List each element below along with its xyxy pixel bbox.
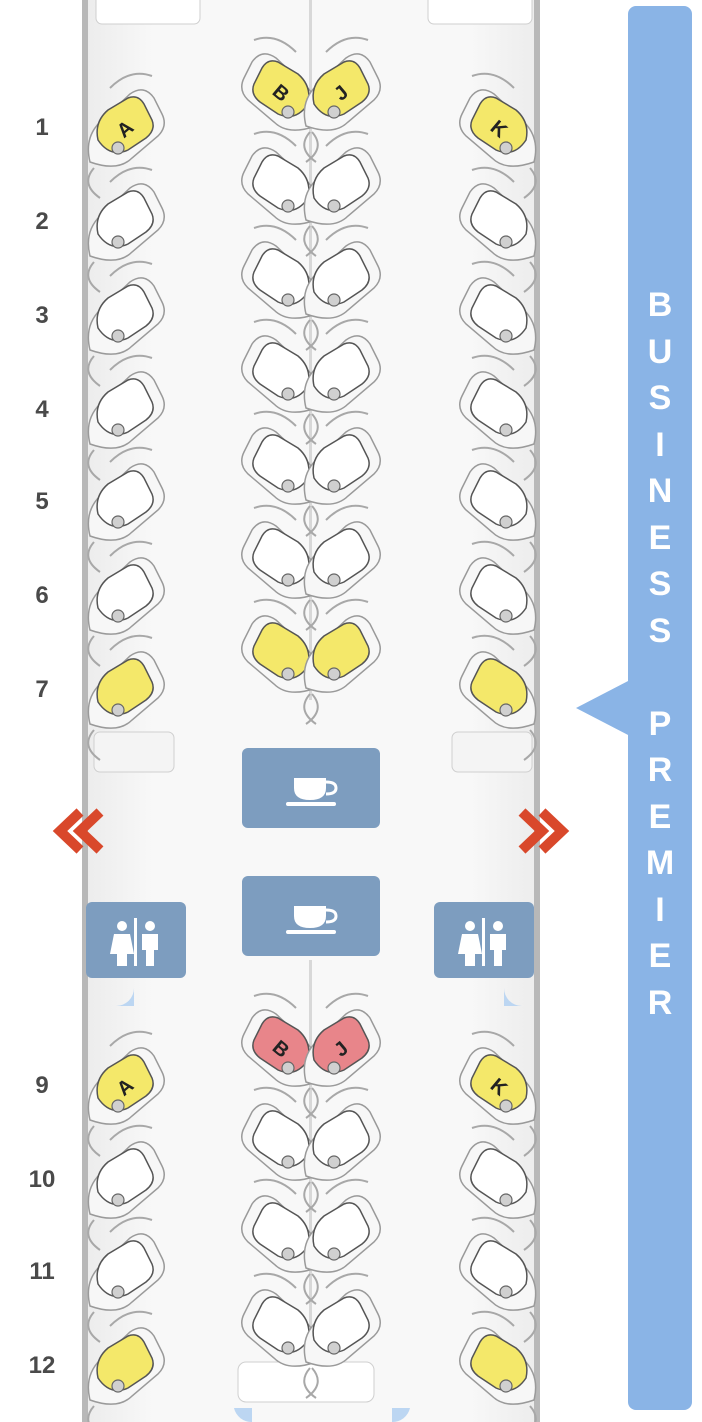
banner-letter: N: [647, 472, 673, 510]
restroom-icon: [110, 918, 158, 966]
seat[interactable]: [87, 1124, 165, 1251]
seat[interactable]: [241, 1178, 319, 1305]
seat[interactable]: [303, 1272, 381, 1399]
seat[interactable]: [459, 354, 537, 481]
coffee-cup-icon: [286, 906, 338, 934]
row-label: 4: [35, 396, 49, 423]
seat[interactable]: [87, 166, 165, 293]
seat[interactable]: [303, 224, 381, 351]
row-label: 7: [35, 676, 49, 703]
row-label: 6: [35, 582, 49, 609]
galley-front: [242, 748, 380, 828]
seat[interactable]: [241, 224, 319, 351]
banner-letter: E: [648, 797, 672, 836]
seat[interactable]: [459, 166, 537, 293]
banner-letter: P: [648, 704, 672, 743]
coffee-cup-icon: [286, 778, 338, 806]
banner-letter: S: [648, 611, 672, 650]
banner-letter: B: [647, 286, 673, 324]
row-label: 3: [35, 302, 49, 329]
seat[interactable]: [303, 410, 381, 537]
row-label: 2: [35, 208, 49, 235]
seat[interactable]: [459, 634, 537, 761]
seat[interactable]: [303, 1178, 381, 1305]
seat[interactable]: [459, 1124, 537, 1251]
seat[interactable]: [303, 598, 381, 725]
seat[interactable]: [87, 354, 165, 481]
row-label: 9: [35, 1072, 49, 1099]
cabin-class-banner: [628, 6, 692, 1410]
seat[interactable]: [459, 540, 537, 667]
lavatory-left: [86, 902, 186, 978]
seat[interactable]: [303, 992, 381, 1119]
banner-letter: E: [648, 518, 672, 557]
seat[interactable]: [241, 36, 319, 163]
banner-letter: S: [648, 565, 672, 603]
seat[interactable]: [459, 72, 537, 199]
seat[interactable]: [241, 410, 319, 537]
exit-arrow-right-icon: [518, 808, 570, 854]
seat[interactable]: [87, 1216, 165, 1343]
banner-letter: I: [655, 890, 665, 929]
seat[interactable]: [241, 992, 319, 1119]
seat[interactable]: [459, 1310, 537, 1422]
banner-letter: U: [647, 332, 673, 371]
door-swing-icon: [234, 1408, 252, 1422]
banner-letter: R: [647, 751, 673, 789]
banner-letter: R: [647, 983, 673, 1022]
seat[interactable]: [303, 1086, 381, 1213]
row-label: 1: [35, 114, 49, 141]
seat[interactable]: [87, 260, 165, 387]
restroom-icon: [458, 918, 506, 966]
seat[interactable]: [459, 446, 537, 573]
door-swing-icon: [504, 988, 522, 1006]
banner-letter: M: [645, 844, 675, 882]
row-label: 10: [28, 1166, 56, 1193]
galley-rear: [242, 876, 380, 956]
seat[interactable]: [87, 540, 165, 667]
cabin-banner-pointer: [576, 680, 630, 736]
seat[interactable]: [87, 72, 165, 199]
seat[interactable]: [87, 1030, 165, 1157]
banner-letter: S: [648, 379, 672, 417]
banner-letter: E: [648, 937, 672, 975]
seat[interactable]: [87, 634, 165, 761]
seat[interactable]: [241, 1086, 319, 1213]
seat[interactable]: [459, 1030, 537, 1157]
banner-letter: I: [655, 425, 665, 464]
row-label: 11: [29, 1258, 55, 1285]
seat[interactable]: [459, 260, 537, 387]
door-swing-icon: [392, 1408, 410, 1422]
seat[interactable]: [241, 1272, 319, 1399]
exit-arrow-left-icon: [52, 808, 104, 854]
seat[interactable]: [241, 504, 319, 631]
seat[interactable]: [87, 446, 165, 573]
door-swing-icon: [116, 988, 134, 1006]
row-label: 12: [28, 1352, 56, 1379]
row-label: 5: [35, 488, 49, 515]
seat[interactable]: [87, 1310, 165, 1422]
seat[interactable]: [303, 36, 381, 163]
seat[interactable]: [303, 504, 381, 631]
seat[interactable]: [459, 1216, 537, 1343]
seat[interactable]: [241, 318, 319, 445]
seat[interactable]: [303, 130, 381, 257]
seat[interactable]: [303, 318, 381, 445]
lavatory-right: [434, 902, 534, 978]
